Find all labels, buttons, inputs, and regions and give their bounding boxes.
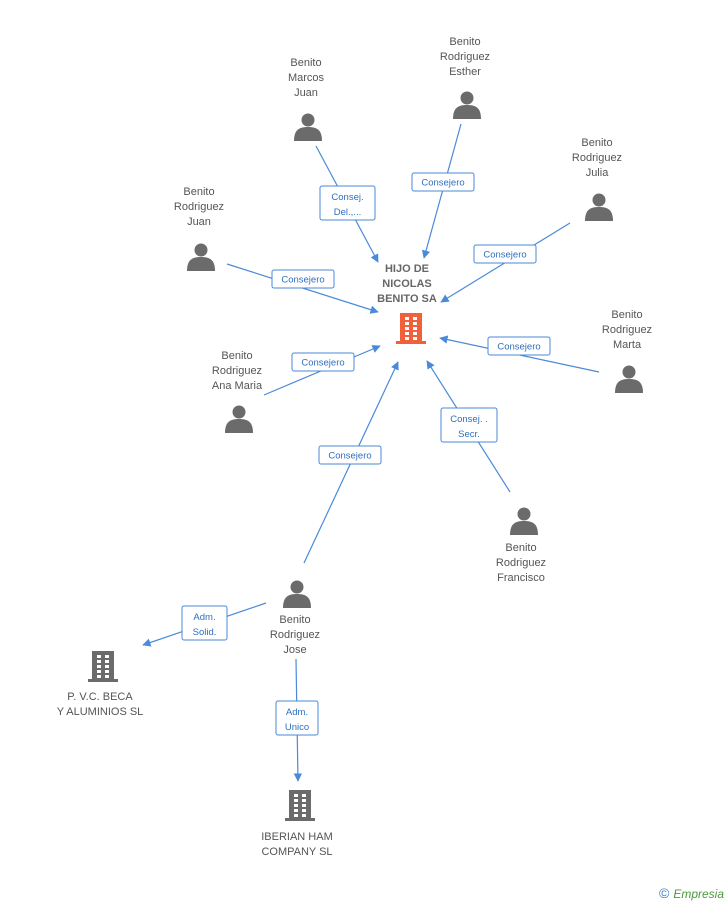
relation-juan[interactable]: Consejero xyxy=(271,269,335,289)
relation-esther[interactable]: Consejero xyxy=(411,172,475,192)
brand-name: Empresia xyxy=(673,887,724,901)
company-building-icon-iberian xyxy=(285,790,315,821)
person-icon-esther xyxy=(453,91,481,119)
svg-text:Consejero: Consejero xyxy=(328,451,371,462)
relation-marcos[interactable]: Consej.Del.,... xyxy=(319,185,376,221)
relation-marta[interactable]: Consejero xyxy=(487,336,551,356)
relation-pvc[interactable]: Adm.Solid. xyxy=(181,605,228,641)
svg-text:Adm.Unico: Adm.Unico xyxy=(285,707,309,733)
svg-text:Consejero: Consejero xyxy=(281,275,324,286)
relation-iberian[interactable]: Adm.Unico xyxy=(275,700,319,736)
center-building-icon xyxy=(396,313,426,344)
person-icon-marta xyxy=(615,365,643,393)
relation-jose[interactable]: Consejero xyxy=(318,445,382,465)
person-icon-jose xyxy=(283,580,311,608)
svg-text:Consej. .Secr.: Consej. .Secr. xyxy=(450,414,488,440)
company-building-icon-pvc xyxy=(88,651,118,682)
svg-text:Consejero: Consejero xyxy=(301,358,344,369)
svg-text:Consejero: Consejero xyxy=(483,250,526,261)
svg-text:Adm.Solid.: Adm.Solid. xyxy=(193,612,217,638)
person-icon-julia xyxy=(585,193,613,221)
copyright-icon: © xyxy=(658,885,670,901)
person-icon-marcos xyxy=(294,113,322,141)
svg-text:Consejero: Consejero xyxy=(497,342,540,353)
relation-anamaria[interactable]: Consejero xyxy=(291,352,355,372)
person-icon-anamaria xyxy=(225,405,253,433)
person-icon-juan xyxy=(187,243,215,271)
relation-francisco[interactable]: Consej. .Secr. xyxy=(440,407,498,443)
relation-julia[interactable]: Consejero xyxy=(473,244,537,264)
empresia-watermark: ©Empresia xyxy=(659,885,724,901)
svg-text:Consejero: Consejero xyxy=(421,178,464,189)
svg-text:Consej.Del.,...: Consej.Del.,... xyxy=(331,192,363,218)
person-icon-francisco xyxy=(510,507,538,535)
